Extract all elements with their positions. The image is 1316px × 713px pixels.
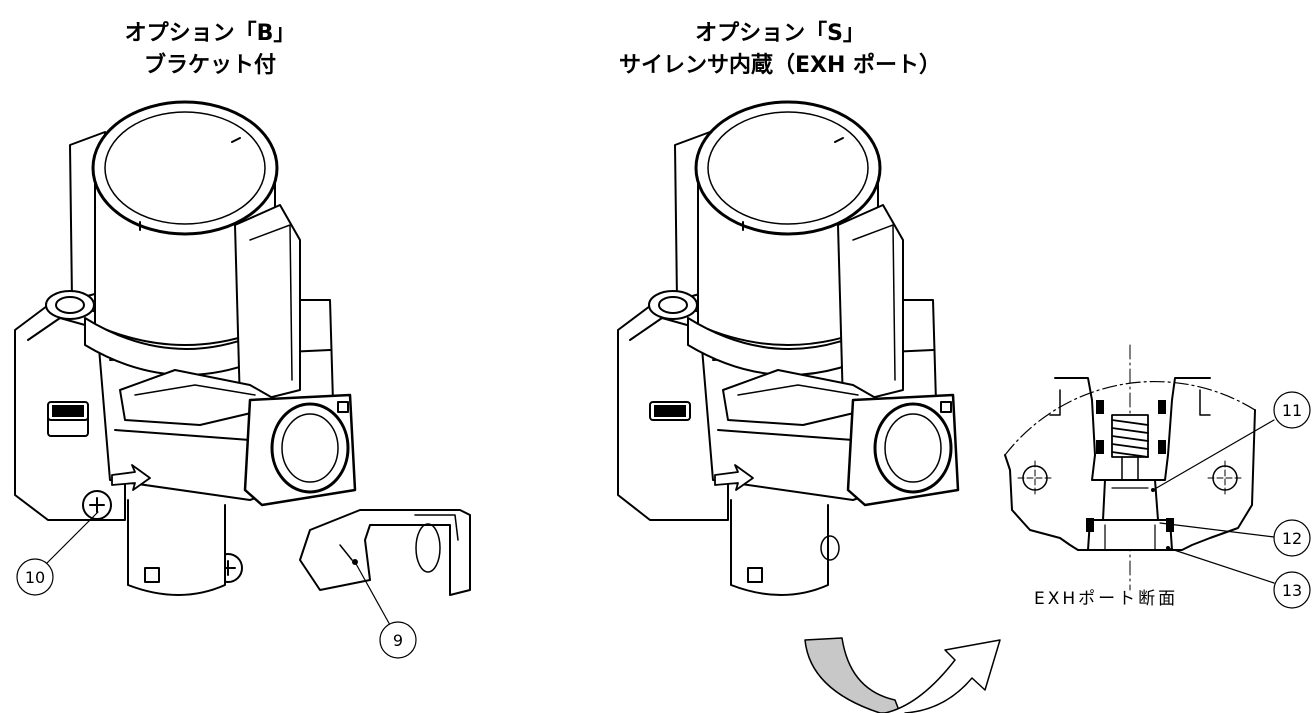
option-b-title-line2: ブラケット付 [143,53,276,78]
callout-10-label: 10 [25,568,45,587]
option-s-title-line1: オプション「S」 [695,21,865,46]
callout-12-label: 12 [1282,529,1302,548]
valve-s-flow-arrow-icon [714,464,754,491]
mounting-bracket [299,509,471,596]
option-b-title: オプション「B」 ブラケット付 [95,18,325,82]
callout-9-label: 9 [393,631,403,650]
callout-11: 11 [1151,391,1311,492]
valve-s-brand-plate [649,401,691,421]
callout-11-label: 11 [1282,401,1302,420]
curved-arrow-icon [804,637,1001,713]
exh-port-cross-section [1004,344,1256,591]
callout-13: 13 [1166,546,1311,609]
option-s-title: オプション「S」 サイレンサ内蔵（EXH ポート） [560,18,1000,82]
valve-b-flow-arrow-icon [111,464,151,491]
spring-icon [1111,414,1149,458]
mounting-hole-left-icon [1017,460,1053,496]
callout-9: 9 [354,561,417,659]
valve-b-screw-left-icon [82,490,112,520]
exh-port-section-label: EXHポート断面 [1034,589,1179,609]
option-s-title-line2: サイレンサ内蔵（EXH ポート） [618,53,942,78]
mounting-hole-right-icon [1207,460,1243,496]
valve-with-silencer [617,100,960,596]
callout-10: 10 [16,511,99,596]
valve-b-brand-plate [47,401,89,421]
callout-13-label: 13 [1282,581,1302,600]
valve-with-bracket [14,100,471,596]
option-b-title-line1: オプション「B」 [124,21,296,46]
callout-12: 12 [1159,519,1311,557]
